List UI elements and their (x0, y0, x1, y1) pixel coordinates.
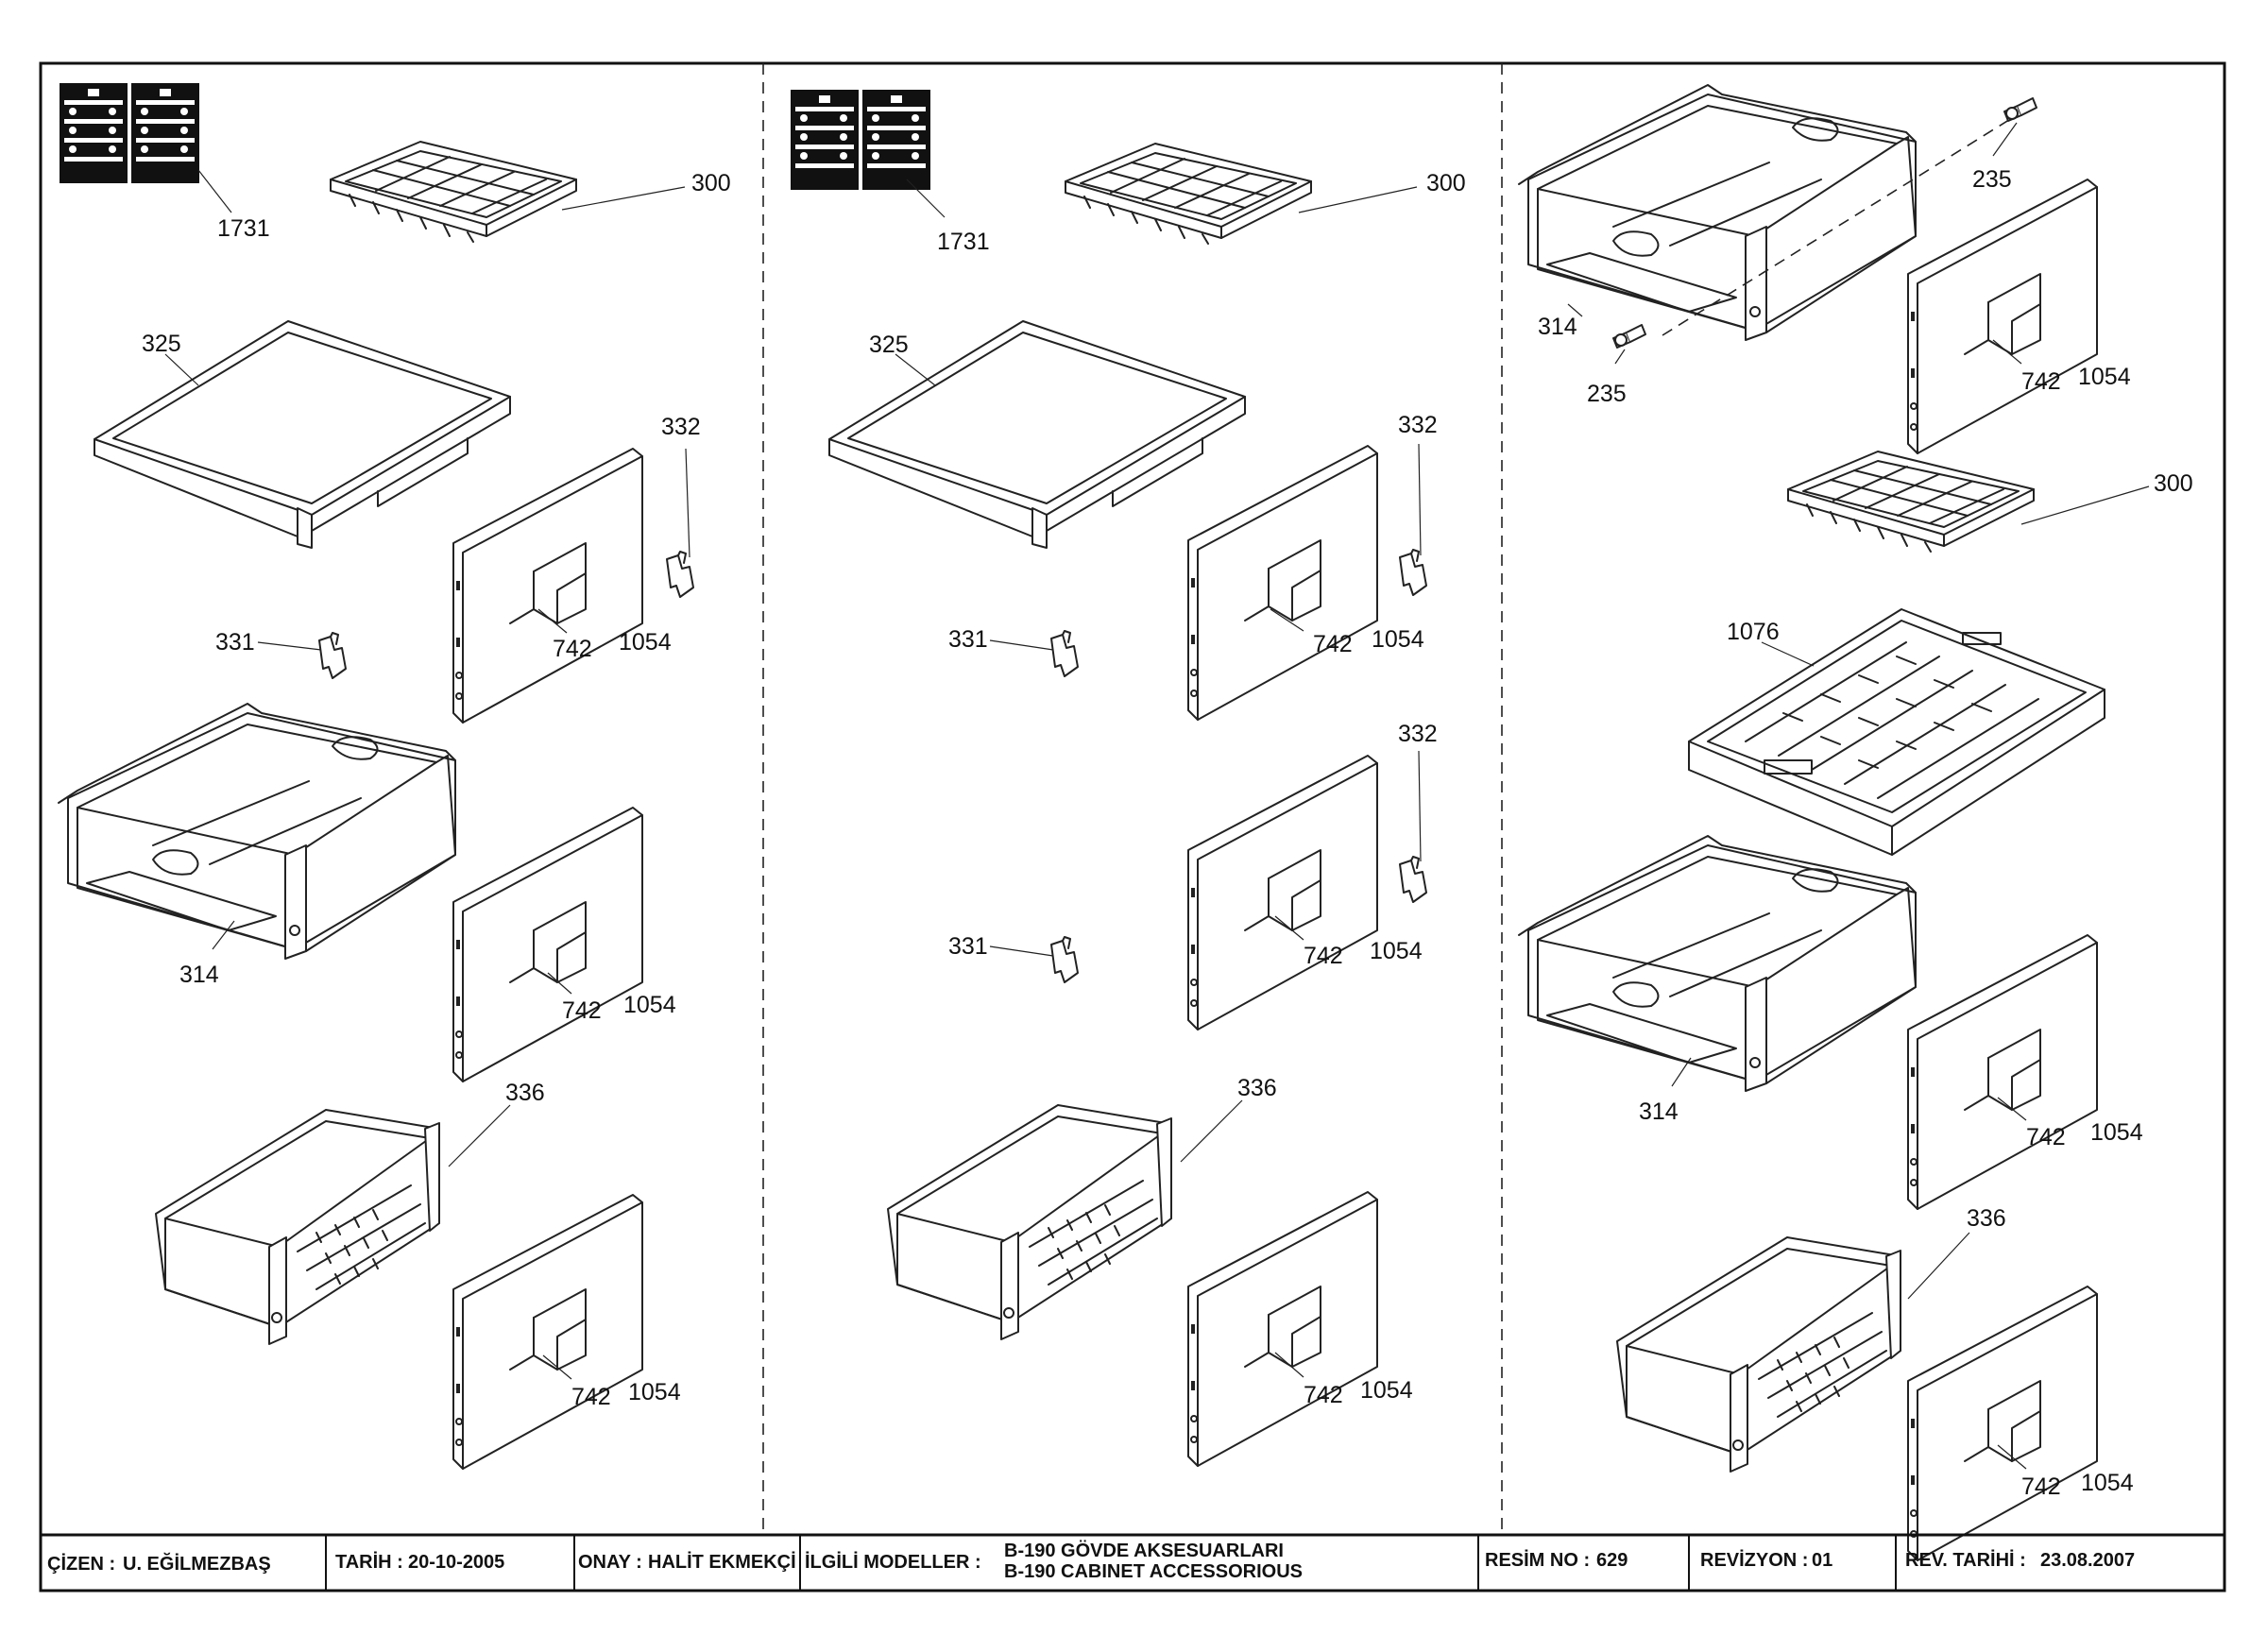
drawer-front-image-5 (1187, 755, 1378, 1030)
egg-tray-image (1688, 608, 2105, 856)
callout-clip-left-3: 331 (948, 933, 988, 960)
callout-lower-crisper: 336 (505, 1080, 545, 1106)
callout-drawer-cover-4: 742 (1313, 631, 1353, 657)
drawer-front-image-2 (452, 807, 643, 1082)
callout-egg-tray: 1076 (1727, 619, 1780, 645)
drawing-title-en: B-190 CABINET ACCESSORIOUS (1004, 1561, 1303, 1582)
crisper-image (58, 703, 456, 960)
drawing-no-value: 629 (1596, 1550, 1628, 1571)
callout-drawer-cover: 742 (553, 636, 592, 662)
drawing-no-label: RESİM NO : (1485, 1549, 1590, 1571)
callout-clip-right: 332 (661, 414, 701, 440)
callout-clip-right-2: 332 (1398, 412, 1438, 438)
clip-right-image (666, 551, 694, 598)
callout-drawer-front-6: 1054 (1360, 1377, 1413, 1404)
callout-ice-tray: 300 (691, 170, 731, 196)
callout-crisper-2: 314 (1538, 314, 1577, 340)
callout-pin-bottom: 235 (1587, 381, 1627, 407)
callout-drawer-front-2: 1054 (623, 992, 676, 1018)
drawn-by-value: U. EĞİLMEZBAŞ (123, 1552, 271, 1575)
callout-ice-tray-2: 300 (1426, 170, 1466, 196)
callout-ice-pack-2: 1731 (937, 229, 990, 255)
drawer-front-image (452, 448, 643, 724)
callout-drawer-cover-7: 742 (2021, 368, 2061, 395)
drawer-front-image-7 (1907, 179, 2098, 454)
callout-pin-top: 235 (1972, 166, 2012, 193)
clip-left-image (318, 632, 347, 679)
date-label: TARİH : (335, 1551, 403, 1573)
ice-tray-image-2 (1065, 143, 1312, 245)
callout-shelf: 325 (142, 331, 181, 357)
callout-drawer-front-7: 1054 (2078, 364, 2131, 390)
drawn-by-label: ÇİZEN : (47, 1553, 115, 1575)
clip-left-image-3 (1050, 936, 1079, 983)
drawing-border (39, 61, 2226, 1592)
revision-value: 01 (1812, 1550, 1832, 1571)
clip-right-image-2 (1399, 549, 1427, 596)
rev-date-value: 23.08.2007 (2040, 1550, 2135, 1571)
panel-middle: 1731 300 325 742 1054 332 331 742 1054 3… (791, 90, 1466, 1467)
callout-drawer-front-5: 1054 (1370, 938, 1423, 964)
ice-tray-image-3 (1787, 451, 2035, 553)
crisper-image-3 (1518, 835, 1917, 1092)
drawer-front-image-9 (1907, 1286, 2098, 1561)
callout-drawer-cover-6: 742 (1304, 1382, 1343, 1408)
pin-image-bottom (1612, 324, 1646, 349)
clip-right-image-3 (1399, 856, 1427, 903)
date-value: 20-10-2005 (408, 1552, 504, 1573)
rev-date-label: REV. TARİHİ : (1905, 1549, 2026, 1571)
drawer-front-image-4 (1187, 445, 1378, 721)
callout-clip-left-2: 331 (948, 626, 988, 653)
lower-crisper-image-2 (887, 1104, 1172, 1340)
drawing-title-tr: B-190 GÖVDE AKSESUARLARI (1004, 1540, 1284, 1561)
callout-drawer-front-4: 1054 (1372, 626, 1424, 653)
ice-pack-image-2 (791, 90, 930, 190)
callout-drawer-cover-8: 742 (2026, 1124, 2066, 1150)
callout-clip-left: 331 (215, 629, 255, 656)
callout-drawer-cover-5: 742 (1304, 943, 1343, 969)
revision-label: REVİZYON : (1700, 1549, 1808, 1571)
ice-pack-image (60, 83, 199, 183)
lower-crisper-image-3 (1616, 1236, 1901, 1473)
callout-clip-right-3: 332 (1398, 721, 1438, 747)
drawer-front-image-3 (452, 1194, 643, 1470)
pin-image-top (2003, 97, 2037, 122)
callout-drawer-front-3: 1054 (628, 1379, 681, 1405)
approved-by-label: ONAY : (578, 1552, 642, 1573)
callout-drawer-front-9: 1054 (2081, 1470, 2134, 1496)
callout-lower-crisper-2: 336 (1237, 1075, 1277, 1101)
models-label: İLGİLİ MODELLER : (805, 1551, 981, 1573)
callout-crisper: 314 (179, 962, 219, 988)
clip-left-image-2 (1050, 630, 1079, 677)
lower-crisper-image (155, 1109, 440, 1345)
callout-ice-tray-3: 300 (2154, 470, 2193, 497)
callout-ice-pack: 1731 (217, 215, 270, 242)
callout-drawer-front: 1054 (619, 629, 672, 656)
callout-drawer-cover-9: 742 (2021, 1473, 2061, 1500)
callout-crisper-3: 314 (1639, 1098, 1679, 1125)
callout-drawer-cover-2: 742 (562, 997, 602, 1024)
approved-by-value: HALİT EKMEKÇİ (648, 1551, 796, 1573)
ice-tray-image (330, 141, 577, 243)
panel-left: 1731 300 325 742 1054 332 331 314 742 10… (58, 83, 731, 1470)
callout-drawer-cover-3: 742 (571, 1384, 611, 1410)
callout-drawer-front-8: 1054 (2090, 1119, 2143, 1146)
drawer-front-image-8 (1907, 934, 2098, 1210)
callout-lower-crisper-3: 336 (1967, 1205, 2006, 1232)
drawer-front-image-6 (1187, 1191, 1378, 1467)
callout-shelf-2: 325 (869, 332, 909, 358)
title-block: ÇİZEN : U. EĞİLMEZBAŞ TARİH : 20-10-2005… (41, 1533, 2224, 1591)
panel-right: 235 235 314 742 1054 300 1076 314 742 10… (1518, 84, 2193, 1561)
